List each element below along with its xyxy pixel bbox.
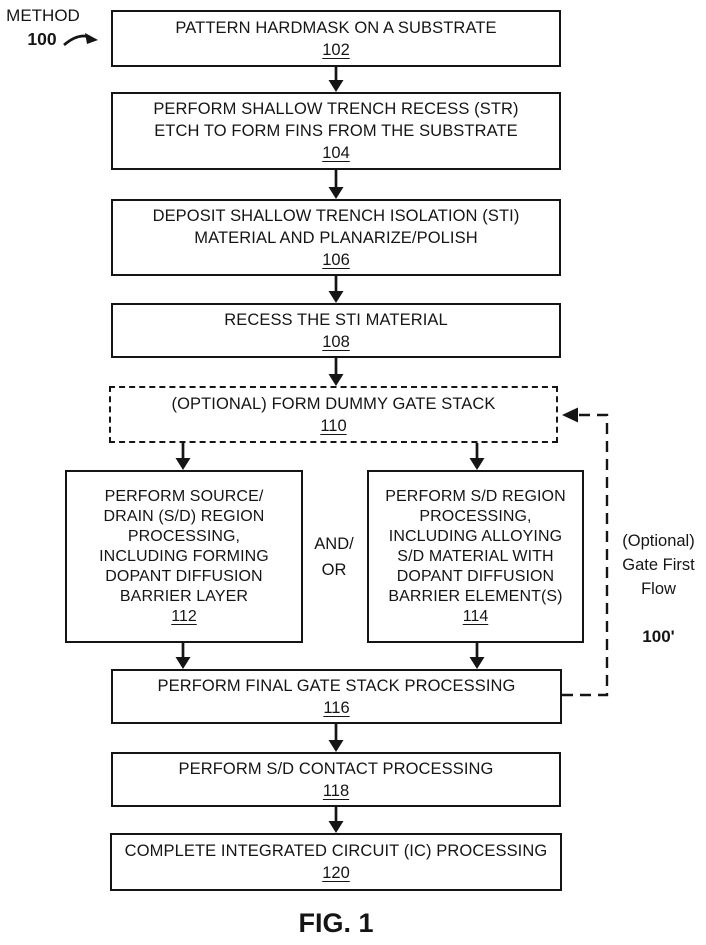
step-number-120: 120 — [322, 864, 350, 882]
flow-arrow-108-110 — [328, 358, 344, 386]
step-box-112: PERFORM SOURCE/ DRAIN (S/D) REGION PROCE… — [65, 470, 303, 643]
method-number: 100 — [27, 29, 57, 49]
step-number-108: 108 — [322, 332, 350, 351]
step-label-118: PERFORM S/D CONTACT PROCESSING — [178, 759, 494, 778]
gate-first-flow-number: 100' — [642, 627, 675, 646]
step-box-108: RECESS THE STI MATERIAL 108 — [111, 303, 561, 358]
step-box-118: PERFORM S/D CONTACT PROCESSING 118 — [111, 752, 561, 807]
step-label-104: PERFORM SHALLOW TRENCH RECESS (STR) ETCH… — [153, 100, 519, 140]
gate-first-feedback-path — [562, 407, 609, 697]
step-number-118: 118 — [322, 781, 350, 800]
step-label-108: RECESS THE STI MATERIAL — [224, 310, 448, 329]
step-number-104: 104 — [322, 144, 350, 162]
flow-arrow-114-116 — [469, 643, 485, 669]
step-box-116: PERFORM FINAL GATE STACK PROCESSING 116 — [111, 669, 562, 724]
method-label: METHOD — [6, 6, 80, 25]
step-number-112: 112 — [171, 607, 197, 625]
fig-caption: FIG. 1 — [298, 908, 374, 938]
flow-arrow-116-118 — [328, 724, 344, 752]
step-label-112: PERFORM SOURCE/ DRAIN (S/D) REGION PROCE… — [99, 487, 269, 605]
flow-arrow-112-116 — [175, 643, 191, 669]
step-box-106: DEPOSIT SHALLOW TRENCH ISOLATION (STI) M… — [111, 199, 561, 276]
step-label-106: DEPOSIT SHALLOW TRENCH ISOLATION (STI) M… — [152, 206, 520, 247]
flow-arrow-118-120 — [328, 807, 344, 833]
step-label-116: PERFORM FINAL GATE STACK PROCESSING — [157, 676, 516, 695]
step-number-114: 114 — [462, 607, 489, 625]
step-box-110-optional: (OPTIONAL) FORM DUMMY GATE STACK 110 — [109, 386, 558, 443]
gate-first-flow-text: (Optional) Gate First Flow — [622, 532, 695, 598]
flow-arrow-106-108 — [328, 276, 344, 303]
flow-arrow-102-104 — [328, 67, 344, 92]
step-box-120: COMPLETE INTEGRATED CIRCUIT (IC) PROCESS… — [110, 833, 562, 891]
gate-first-flow-note: (Optional) Gate First Flow 100' — [611, 505, 706, 673]
and-or-label: AND/ OR — [314, 535, 354, 579]
flow-arrow-110-114 — [469, 441, 485, 470]
step-number-106: 106 — [322, 250, 350, 269]
step-box-114: PERFORM S/D REGION PROCESSING, INCLUDING… — [367, 470, 584, 643]
step-label-114: PERFORM S/D REGION PROCESSING, INCLUDING… — [385, 487, 566, 605]
flow-arrow-110-112 — [175, 441, 191, 470]
step-number-116: 116 — [323, 698, 350, 717]
step-box-102: PATTERN HARDMASK ON A SUBSTRATE 102 — [111, 10, 561, 67]
step-number-102: 102 — [322, 40, 350, 59]
step-label-102: PATTERN HARDMASK ON A SUBSTRATE — [175, 18, 497, 37]
flow-arrow-104-106 — [328, 170, 344, 199]
step-label-120: COMPLETE INTEGRATED CIRCUIT (IC) PROCESS… — [124, 842, 548, 860]
step-box-104: PERFORM SHALLOW TRENCH RECESS (STR) ETCH… — [111, 92, 561, 170]
step-label-110: (OPTIONAL) FORM DUMMY GATE STACK — [171, 394, 496, 413]
step-number-110: 110 — [320, 416, 347, 435]
method-lead-arrow — [63, 33, 98, 47]
